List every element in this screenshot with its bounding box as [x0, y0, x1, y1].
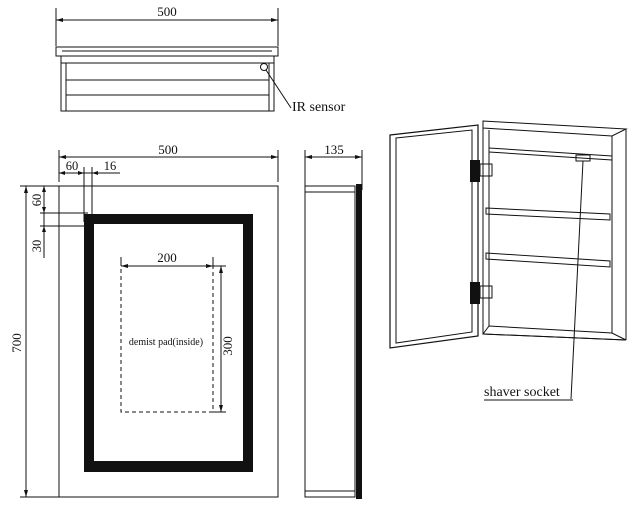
top-cabinet-body — [60, 55, 275, 112]
arrowhead — [42, 207, 46, 213]
ir-sensor-label: IR sensor — [292, 100, 346, 115]
arrowhead — [121, 264, 128, 268]
iso-light-bar — [488, 151, 613, 161]
arrowhead — [42, 226, 46, 232]
iso-door-inner — [395, 129, 473, 344]
arrowhead — [305, 155, 312, 159]
arrowhead — [206, 264, 213, 268]
arrowhead — [24, 490, 28, 497]
arrowhead — [59, 171, 65, 175]
height-label: 700 — [9, 333, 24, 353]
demist-pad-label: demist pad(inside) — [129, 337, 203, 348]
top-width-label: 500 — [157, 4, 177, 19]
pad-height-label: 300 — [220, 336, 235, 356]
iso-view: shaver socket — [389, 120, 628, 401]
top-view: 500 IR sensor — [55, 4, 346, 115]
arrowhead — [92, 171, 98, 175]
hinge-upper-plate — [479, 163, 493, 177]
iso-shelf-lower — [485, 252, 611, 268]
arrowhead — [42, 186, 46, 192]
front-width-label: 500 — [158, 142, 178, 157]
arrowhead — [24, 186, 28, 193]
arrowhead — [219, 405, 223, 412]
arrowhead — [355, 155, 362, 159]
side-view: 135 — [304, 142, 363, 499]
offset-a-label: 60 — [66, 159, 79, 173]
side-mirror-door — [356, 184, 362, 499]
side-cabinet-body — [304, 185, 356, 498]
depth-label: 135 — [324, 142, 344, 157]
offset-top-label: 60 — [30, 194, 44, 207]
iso-cabinet-top — [482, 120, 628, 137]
ir-sensor-leader — [265, 69, 292, 109]
iso-cabinet-bottom — [482, 325, 627, 341]
arrowhead — [271, 18, 278, 22]
mirror-outline — [58, 185, 279, 498]
iso-cabinet-edge — [482, 333, 627, 341]
iso-open-door — [389, 124, 479, 349]
offset-b-label: 16 — [104, 159, 117, 173]
iso-light-bar — [488, 147, 613, 157]
arrowhead — [219, 266, 223, 273]
hinge-lower-icon — [470, 282, 480, 304]
shaver-socket-label: shaver socket — [484, 385, 560, 400]
offset-frame-label: 30 — [30, 240, 44, 253]
iso-shelf-upper — [485, 207, 611, 221]
pad-width-label: 200 — [157, 250, 177, 265]
arrowhead — [56, 18, 63, 22]
front-view: 500 60 16 700 60 30 — [9, 142, 279, 498]
shaver-socket-leader — [570, 160, 584, 400]
arrowhead — [271, 155, 278, 159]
arrowhead — [59, 155, 66, 159]
hinge-upper-icon — [470, 160, 480, 182]
arrowhead — [78, 171, 84, 175]
ir-sensor-icon — [260, 63, 268, 71]
hinge-lower-plate — [479, 285, 493, 299]
